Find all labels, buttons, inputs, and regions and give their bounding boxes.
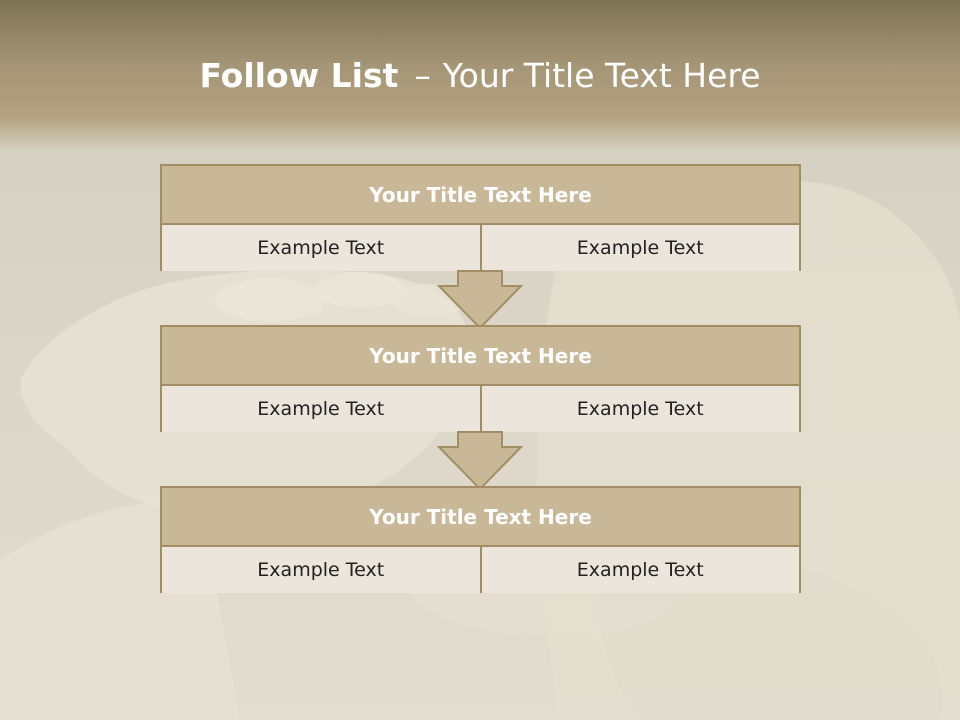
block-cell-left: Example Text xyxy=(162,547,480,593)
block-row: Example Text Example Text xyxy=(162,386,799,432)
list-block-2: Your Title Text Here Example Text Exampl… xyxy=(160,325,801,432)
block-cell-left: Example Text xyxy=(162,225,480,271)
list-block-3: Your Title Text Here Example Text Exampl… xyxy=(160,486,801,593)
title-separator: – xyxy=(414,56,431,95)
block-cell-right: Example Text xyxy=(479,547,799,593)
block-cell-right: Example Text xyxy=(479,386,799,432)
header-band xyxy=(0,0,960,150)
block-row: Example Text Example Text xyxy=(162,547,799,593)
block-header: Your Title Text Here xyxy=(162,488,799,547)
block-row: Example Text Example Text xyxy=(162,225,799,271)
title-text: Your Title Text Here xyxy=(442,56,761,95)
block-header: Your Title Text Here xyxy=(162,327,799,386)
block-cell-right: Example Text xyxy=(479,225,799,271)
down-arrow-icon xyxy=(436,270,524,330)
list-block-1: Your Title Text Here Example Text Exampl… xyxy=(160,164,801,271)
block-header: Your Title Text Here xyxy=(162,166,799,225)
title-bold-part: Follow List xyxy=(199,56,399,95)
slide-title: Follow List–Your Title Text Here xyxy=(0,54,960,98)
block-cell-left: Example Text xyxy=(162,386,480,432)
down-arrow-icon xyxy=(436,431,524,491)
